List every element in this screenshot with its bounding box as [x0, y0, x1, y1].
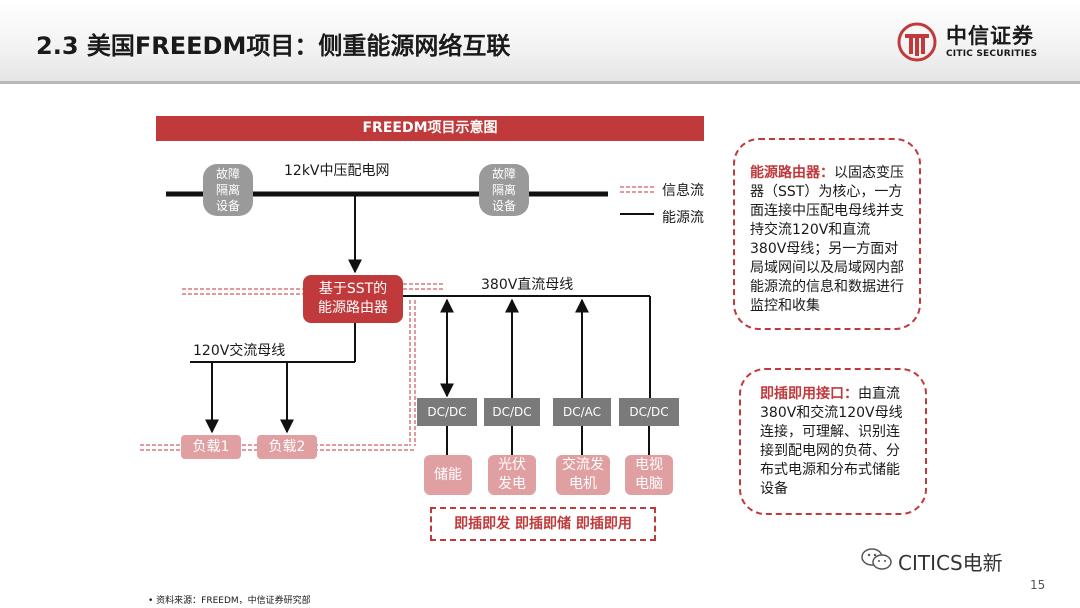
device-storage: 储能: [424, 455, 472, 495]
device-generator: 交流发 电机: [556, 455, 610, 495]
callout-plug-highlight: 即插即用接口：: [760, 386, 858, 402]
device-pv: 光伏 发电: [488, 455, 536, 495]
source-note: • 资料来源：FREEDM，中信证券研究部: [148, 596, 311, 606]
load-1: 负载1: [181, 435, 241, 459]
callout-energy-router: 能源路由器：以固态变压器（SST）为核心，一方面连接中压配电母线并支持交流120…: [733, 138, 921, 330]
logo-text: 中信证券: [946, 24, 1034, 48]
device-electronics: 电视 电脑: [625, 455, 673, 495]
legend-energy-flow: 能源流: [662, 210, 704, 226]
wechat-watermark: CITICS电新: [898, 551, 1003, 575]
converter-dcac-generator: DC/AC: [553, 398, 611, 426]
callout-plug-interface: 即插即用接口：由直流380V和交流120V母线连接，可理解、识别连接到配电网的负…: [739, 368, 927, 515]
wechat-icon: [861, 548, 892, 570]
dc-bus-label: 380V直流母线: [481, 277, 574, 293]
converter-dcdc-pv: DC/DC: [484, 398, 540, 426]
fault-isolation-device-right: 故障 隔离 设备: [479, 164, 529, 216]
fault-isolation-device-left: 故障 隔离 设备: [203, 164, 253, 216]
diagram-title: FREEDM项目示意图: [156, 116, 704, 141]
energy-router: 基于SST的 能源路由器: [303, 275, 403, 323]
logo-subtext: CITIC SECURITIES: [946, 49, 1038, 59]
callout-router-text: 以固态变压器（SST）为核心，一方面连接中压配电母线并支持交流120V和直流38…: [750, 165, 904, 314]
callout-router-highlight: 能源路由器：: [750, 165, 834, 181]
grid-label: 12kV中压配电网: [284, 163, 390, 179]
converter-dcdc-electronics: DC/DC: [619, 398, 679, 426]
citic-logo-icon: [897, 22, 937, 62]
load-2: 负载2: [257, 435, 317, 459]
header-divider: [0, 81, 1080, 84]
plug-and-play-label: 即插即发 即插即储 即插即用: [430, 507, 656, 541]
legend-info-flow: 信息流: [662, 183, 704, 199]
page-number: 15: [1030, 578, 1046, 592]
callout-plug-text: 由直流380V和交流120V母线连接，可理解、识别连接到配电网的负荷、分布式电源…: [760, 386, 903, 497]
page-title: 2.3 美国FREEDM项目：侧重能源网络互联: [36, 32, 511, 60]
ac-bus-label: 120V交流母线: [193, 343, 286, 359]
converter-dcdc-storage: DC/DC: [417, 398, 477, 426]
